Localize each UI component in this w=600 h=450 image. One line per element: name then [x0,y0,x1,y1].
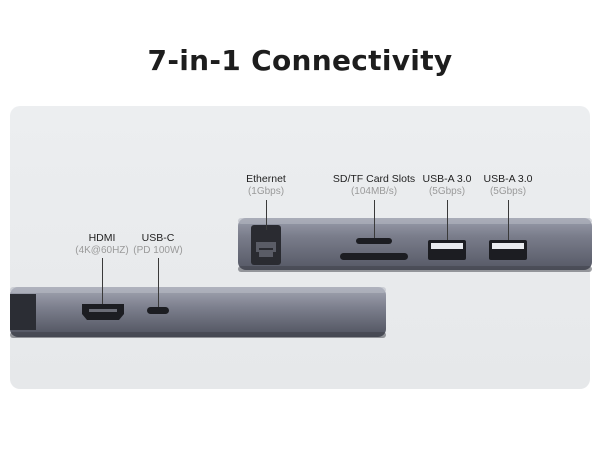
tf-slot [356,238,392,244]
usba2-name: USB-A 3.0 [483,173,533,185]
usba2-spec: (5Gbps) [489,186,527,197]
usba2-leader [508,200,509,240]
sdtf-spec: (104MB/s) [350,186,398,197]
hdmi-leader [102,258,103,304]
sdtf-label: SD/TF Card Slots (104MB/s) [314,173,434,197]
hub-bottom [10,287,386,338]
usbc-label: USB-C (PD 100W) [123,232,193,256]
usbc-name: USB-C [141,232,175,244]
usba2-label: USB-A 3.0 (5Gbps) [473,173,543,197]
hdmi-name: HDMI [88,232,116,244]
hdmi-spec: (4K@60HZ) [75,245,129,256]
sdtf-leader [374,200,375,238]
ethernet-label: Ethernet (1Gbps) [231,173,301,197]
usba1-label: USB-A 3.0 (5Gbps) [412,173,482,197]
usba1-name: USB-A 3.0 [422,173,472,185]
hub-top [238,218,592,272]
usb-c-port [147,307,169,314]
hdmi-label: HDMI (4K@60HZ) [62,232,142,256]
usbc-spec: (PD 100W) [133,245,183,256]
page-title: 7-in-1 Connectivity [147,44,453,77]
ethernet-name: Ethernet [246,173,286,185]
ethernet-spec: (1Gbps) [247,186,285,197]
ethernet-leader [266,200,267,230]
usbc-leader [158,258,159,307]
usba1-spec: (5Gbps) [428,186,466,197]
usba1-leader [447,200,448,240]
sd-slot [340,253,408,260]
sdtf-name: SD/TF Card Slots [332,173,416,185]
